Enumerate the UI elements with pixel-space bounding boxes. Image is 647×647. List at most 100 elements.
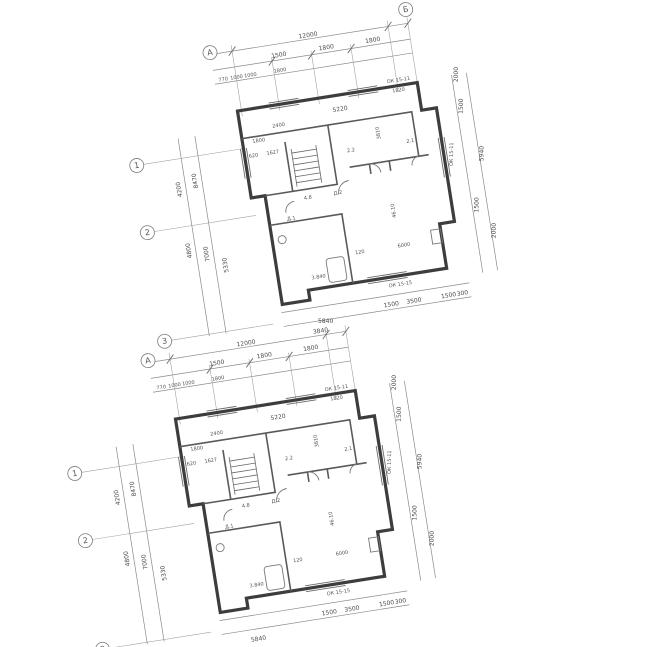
room-label: 3810 xyxy=(375,126,383,140)
dim-left-1: 4200 xyxy=(113,489,122,505)
dim-top-1: 1500 xyxy=(209,359,225,368)
dim-left-5: 5330 xyxy=(221,257,230,273)
room-label: 4.8 xyxy=(304,195,313,202)
dim-bottom-5: 5840 xyxy=(251,635,267,644)
axis-bubble-2 xyxy=(78,533,93,549)
window-mark: ОК 15-15 xyxy=(326,588,350,598)
dim-bottom-3: 300 xyxy=(394,597,407,606)
dim-top-3: 1800 xyxy=(365,36,381,45)
door-mark: Д.1 xyxy=(225,523,235,530)
room-label: 3810 xyxy=(313,434,321,448)
dim-right-4: 1500 xyxy=(411,505,418,521)
room-label: 2.1 xyxy=(344,446,353,453)
axis-bubble-1 xyxy=(129,158,145,173)
stove xyxy=(368,536,382,553)
dim-between-plans: 5840 xyxy=(318,318,333,325)
door-swings xyxy=(223,463,357,521)
dim-right-3: 5940 xyxy=(416,454,423,470)
windows xyxy=(178,393,389,593)
room-label: 46.10 xyxy=(328,511,336,526)
axis-bubble-b xyxy=(398,2,414,17)
dim-top-2: 1800 xyxy=(256,351,272,360)
floor-plan-lower: 12000 1500 1800 1800 770 1000 1000 1800 … xyxy=(67,325,436,647)
dim-row2-1: 770 xyxy=(156,384,166,391)
dim-right-5: 2000 xyxy=(491,223,498,239)
room-label: 6000 xyxy=(335,550,349,558)
dim-left-1: 4200 xyxy=(175,181,184,197)
window-mark: ОК 15-11 xyxy=(386,76,410,86)
dim-bottom-1: 3500 xyxy=(406,297,422,306)
room-label: 5220 xyxy=(270,413,286,422)
door-mark: Д.2 xyxy=(333,190,343,197)
dim-right-5: 2000 xyxy=(429,531,436,547)
axis-bubble-3 xyxy=(95,641,111,647)
dim-row2-4: 1800 xyxy=(273,67,287,75)
room-label: 1820 xyxy=(392,87,406,95)
axis-bubble-3 xyxy=(157,333,173,349)
interior-partitions xyxy=(179,418,367,592)
room-label: 1627 xyxy=(266,149,280,157)
wc xyxy=(215,543,225,553)
room-label: 1800 xyxy=(190,445,204,453)
axis-bubble-1 xyxy=(67,466,83,481)
room-label: 120 xyxy=(355,249,365,256)
room-label: 2400 xyxy=(210,430,224,438)
floor-plan-upper: 12000 1500 1800 1800 770 1000 1000 1800 … xyxy=(129,2,498,349)
window-mark: ОК 15-11 xyxy=(387,450,393,474)
stair xyxy=(290,145,323,187)
axis-bubble-2 xyxy=(140,225,155,241)
room-label: 3.840 xyxy=(311,273,326,281)
dim-row2-3: 1000 xyxy=(182,380,196,388)
room-label: 620 xyxy=(248,152,258,159)
door-swings xyxy=(285,155,419,213)
dim-bottom-1: 3500 xyxy=(344,605,360,614)
axis-bubble-a xyxy=(140,353,156,369)
room-label: 2.2 xyxy=(347,147,356,154)
dim-row2-2: 1000 xyxy=(230,74,244,82)
dim-right-2: 1500 xyxy=(458,98,465,114)
room-label: 120 xyxy=(293,557,303,564)
axis-label-3: 3 xyxy=(161,336,167,346)
axis-label-a: A xyxy=(145,356,152,366)
stair xyxy=(228,453,261,495)
dim-bottom-3: 300 xyxy=(456,289,469,298)
window-mark: ОК 15-15 xyxy=(388,280,412,290)
axis-bubble-a xyxy=(202,45,218,61)
dim-row2-1: 770 xyxy=(218,76,228,83)
dim-bottom-5: 3840 xyxy=(313,327,329,336)
axis-label-3: 3 xyxy=(99,644,105,647)
dim-top-3: 1800 xyxy=(303,344,319,353)
dim-bottom-4: 1500 xyxy=(321,608,337,617)
bathtub xyxy=(325,256,348,283)
dim-left-5: 5330 xyxy=(159,565,168,581)
axis-label-2: 2 xyxy=(82,536,88,546)
dim-row2-2: 1000 xyxy=(168,382,182,390)
axis-label-1: 1 xyxy=(134,161,140,171)
room-label: 46.10 xyxy=(390,203,398,218)
interior-partitions xyxy=(241,110,429,284)
dim-bottom-2: 1500 xyxy=(441,291,457,300)
bathtub xyxy=(263,564,286,591)
dim-right-1: 2000 xyxy=(453,67,460,83)
room-label: 2.1 xyxy=(406,138,415,145)
room-label: 4.8 xyxy=(242,503,251,510)
dim-bottom-4: 1500 xyxy=(383,300,399,309)
dim-left-2: 8470 xyxy=(129,481,138,497)
dim-left-4: 7000 xyxy=(140,554,149,570)
room-label: 6000 xyxy=(397,242,411,250)
dim-top-2: 1800 xyxy=(318,43,334,52)
door-mark: Д.1 xyxy=(287,215,297,222)
dim-left-3: 4800 xyxy=(185,242,194,258)
room-label: 620 xyxy=(186,460,196,467)
room-label: 2400 xyxy=(272,122,286,130)
dim-right-2: 1500 xyxy=(396,406,403,422)
axis-label-a: A xyxy=(207,48,214,58)
windows xyxy=(240,85,451,285)
window-mark: ОК 15-11 xyxy=(449,142,455,166)
door-mark: Д.2 xyxy=(271,498,281,505)
axis-label-2: 2 xyxy=(144,228,150,238)
room-label: 5220 xyxy=(332,105,348,114)
dim-left-3: 4800 xyxy=(123,550,132,566)
dim-right-3: 5940 xyxy=(478,146,485,162)
